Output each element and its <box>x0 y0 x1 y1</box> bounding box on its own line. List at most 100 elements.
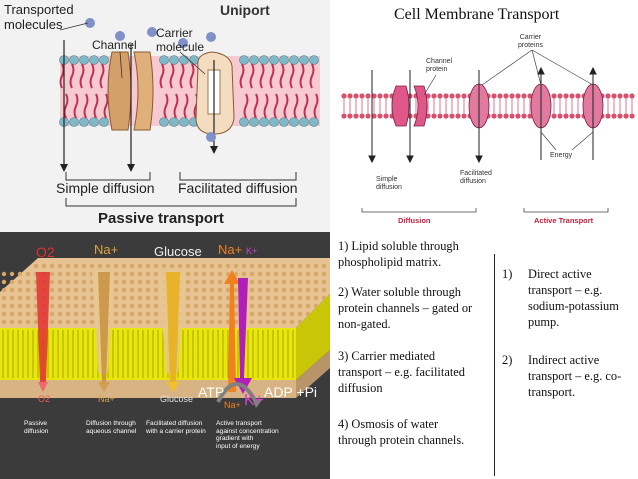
head-dot <box>497 113 503 119</box>
head-texture-dot <box>321 279 327 285</box>
phospholipid-head <box>79 55 89 65</box>
head-texture-dot <box>25 311 31 317</box>
lipid-tail <box>169 63 175 89</box>
head-texture-dot <box>153 279 159 285</box>
head-texture-dot <box>49 271 55 277</box>
head-dot <box>623 113 629 119</box>
head-texture-dot <box>225 295 231 301</box>
head-dot <box>509 93 515 99</box>
molecule-dot <box>147 27 157 37</box>
head-texture-dot <box>249 279 255 285</box>
phospholipid-head <box>259 117 269 127</box>
phospholipid-head <box>169 117 179 127</box>
head-texture-dot <box>257 279 263 285</box>
head-texture-dot <box>233 287 239 293</box>
head-texture-dot <box>281 263 287 269</box>
head-texture-dot <box>49 295 55 301</box>
head-texture-dot <box>281 319 287 325</box>
head-texture-dot <box>257 303 263 309</box>
phospholipid-head <box>189 55 199 65</box>
head-texture-dot <box>217 271 223 277</box>
head-texture-dot <box>209 319 215 325</box>
head-texture-dot <box>121 263 127 269</box>
head-texture-dot <box>49 287 55 293</box>
phospholipid-head <box>239 117 249 127</box>
head-texture-dot <box>89 311 95 317</box>
head-texture-dot <box>313 263 319 269</box>
head-texture-dot <box>81 263 87 269</box>
molecule-dot <box>206 132 216 142</box>
phospholipid-head <box>309 117 319 127</box>
head-texture-dot <box>25 271 31 277</box>
head-texture-dot <box>273 271 279 277</box>
lipid-tail <box>303 93 309 119</box>
lipid-tail <box>73 93 79 119</box>
membrane-band <box>60 56 320 126</box>
head-dot <box>377 113 383 119</box>
head-texture-dot <box>81 295 87 301</box>
head-dot <box>437 113 443 119</box>
energy-label: Energy <box>550 152 573 159</box>
head-texture-dot <box>225 319 231 325</box>
phospholipid-head <box>99 55 109 65</box>
molecule-dot <box>206 32 216 42</box>
head-dot <box>461 93 467 99</box>
na-top-label: Na+ <box>94 242 119 257</box>
na-top-label-2: Na+ <box>218 242 243 257</box>
carrier-molecule-label: Carrier molecule <box>156 26 205 54</box>
head-texture-dot <box>249 263 255 269</box>
head-texture-dot <box>121 271 127 277</box>
head-texture-dot <box>313 295 319 301</box>
membrane-transport-diagram <box>341 49 635 213</box>
head-texture-dot <box>73 303 79 309</box>
head-texture-dot <box>145 319 151 325</box>
head-texture-dot <box>57 295 63 301</box>
head-texture-dot <box>193 295 199 301</box>
head-texture-dot <box>281 295 287 301</box>
na-bottom-label-2: Na+ <box>224 400 241 410</box>
head-texture-dot <box>57 263 63 269</box>
head-texture-dot <box>257 311 263 317</box>
head-texture-dot <box>289 303 295 309</box>
head-dot <box>455 93 461 99</box>
head-texture-dot <box>241 263 247 269</box>
head-texture-dot <box>17 271 23 277</box>
lipid-tail <box>263 93 269 119</box>
head-dot <box>527 93 533 99</box>
phospholipid-head <box>69 55 79 65</box>
head-texture-dot <box>273 319 279 325</box>
head-texture-dot <box>145 279 151 285</box>
head-dot <box>371 93 377 99</box>
head-texture-dot <box>217 311 223 317</box>
head-texture-dot <box>273 287 279 293</box>
glucose-bottom-label: Glucose <box>160 394 194 404</box>
head-texture-dot <box>1 311 7 317</box>
head-texture-dot <box>313 287 319 293</box>
head-dot <box>359 113 365 119</box>
head-texture-dot <box>129 279 135 285</box>
head-texture-dot <box>153 287 159 293</box>
head-texture-dot <box>305 295 311 301</box>
head-texture-dot <box>297 271 303 277</box>
head-texture-dot <box>273 303 279 309</box>
head-texture-dot <box>201 319 207 325</box>
head-dot <box>557 113 563 119</box>
head-texture-dot <box>73 271 79 277</box>
head-texture-dot <box>289 287 295 293</box>
head-texture-dot <box>17 295 23 301</box>
head-texture-dot <box>137 319 143 325</box>
glucose-arrow <box>166 272 180 382</box>
head-texture-dot <box>89 319 95 325</box>
head-texture-dot <box>81 303 87 309</box>
head-texture-dot <box>193 279 199 285</box>
head-texture-dot <box>1 303 7 309</box>
na-arrow <box>98 272 110 382</box>
head-texture-dot <box>273 279 279 285</box>
o2-bottom-label: O2 <box>38 394 51 404</box>
head-texture-dot <box>185 311 191 317</box>
simple-diffusion-label: Simple diffusion <box>376 176 402 191</box>
